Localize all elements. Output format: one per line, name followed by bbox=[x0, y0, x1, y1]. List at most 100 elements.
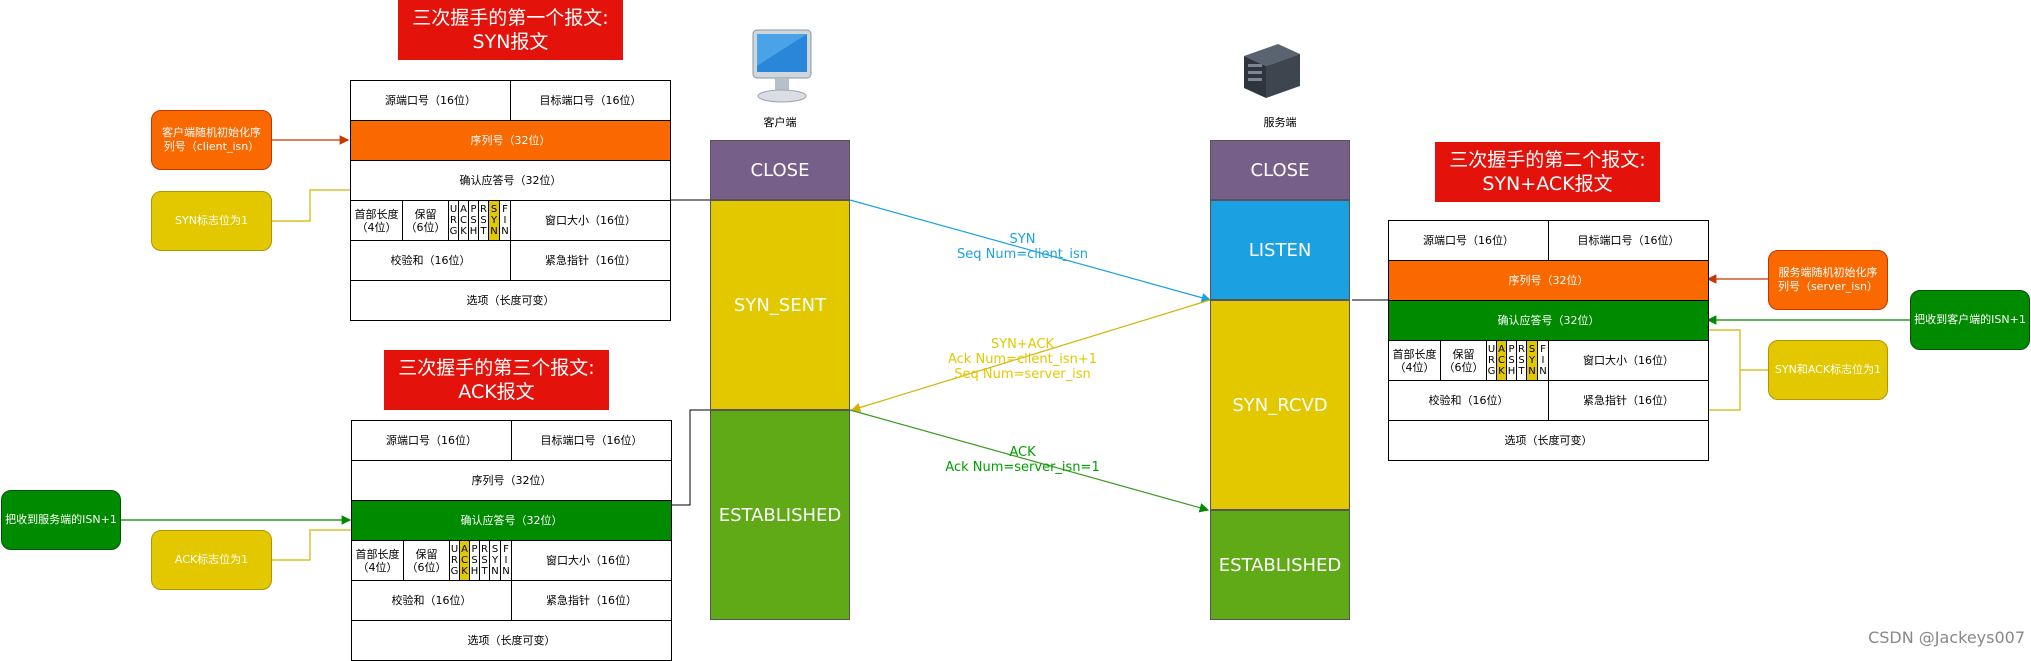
ack-message-line1: ACK bbox=[1009, 445, 1036, 460]
reserved-bits: （6位） bbox=[406, 560, 447, 574]
ack-field: 确认应答号（32位） bbox=[352, 501, 671, 541]
server-state-syn-rcvd: SYN_RCVD bbox=[1210, 300, 1350, 510]
note-syn-flag: SYN标志位为1 bbox=[151, 191, 272, 251]
tcp-header-ack: 源端口号（16位） 目标端口号（16位） 序列号（32位） 确认应答号（32位）… bbox=[351, 420, 672, 661]
reserved-label: 保留 bbox=[415, 547, 438, 561]
note-synack-flag: SYN和ACK标志位为1 bbox=[1768, 340, 1888, 400]
options-field: 选项（长度可变） bbox=[351, 281, 670, 320]
window-field: 窗口大小（16位） bbox=[1549, 341, 1708, 381]
reserved-field: 保留（6位） bbox=[1441, 341, 1487, 381]
urgent-field: 紧急指针（16位） bbox=[512, 581, 671, 621]
title-first-line2: SYN报文 bbox=[472, 31, 549, 53]
options-field: 选项（长度可变） bbox=[1389, 421, 1708, 460]
synack-arrow bbox=[850, 299, 1211, 413]
src-port-field: 源端口号（16位） bbox=[352, 421, 512, 461]
synack-message-line3: Seq Num=server_isn bbox=[954, 367, 1091, 382]
server-state-listen: LISTEN bbox=[1210, 200, 1350, 300]
window-field: 窗口大小（16位） bbox=[511, 201, 670, 241]
note-server-isn: 服务端随机初始化序列号（server_isn） bbox=[1768, 250, 1888, 310]
checksum-field: 校验和（16位） bbox=[352, 581, 512, 621]
server-label: 服务端 bbox=[1263, 116, 1297, 129]
client-state-close: CLOSE bbox=[710, 140, 850, 200]
hdr-len-label: 首部长度 bbox=[1392, 347, 1437, 361]
note-client-isn: 客户端随机初始化序列号（client_isn） bbox=[151, 110, 272, 170]
seq-field: 序列号（32位） bbox=[351, 121, 670, 161]
dst-port-field: 目标端口号（16位） bbox=[512, 421, 671, 461]
server-state-established: ESTABLISHED bbox=[1210, 510, 1350, 620]
reserved-label: 保留 bbox=[414, 207, 437, 221]
hdr-len-label: 首部长度 bbox=[354, 207, 399, 221]
computer-icon bbox=[745, 28, 817, 108]
hdr-len-bits: （4位） bbox=[356, 220, 397, 234]
reserved-bits: （6位） bbox=[1443, 360, 1484, 374]
title-third-line2: ACK报文 bbox=[458, 381, 535, 403]
reserved-bits: （6位） bbox=[405, 220, 446, 234]
client-state-syn-sent: SYN_SENT bbox=[710, 200, 850, 410]
ack-message: ACK Ack Num=server_isn=1 bbox=[930, 445, 1115, 475]
tcp-header-synack: 源端口号（16位） 目标端口号（16位） 序列号（32位） 确认应答号（32位）… bbox=[1388, 220, 1709, 461]
note-client-isn-line2: 列号（client_isn） bbox=[163, 140, 260, 153]
client-label: 客户端 bbox=[763, 116, 797, 129]
reserved-label: 保留 bbox=[1452, 347, 1475, 361]
hdr-len-bits: （4位） bbox=[1394, 360, 1435, 374]
src-port-field: 源端口号（16位） bbox=[1389, 221, 1549, 261]
ack-message-line2: Ack Num=server_isn=1 bbox=[945, 460, 1100, 475]
options-field: 选项（长度可变） bbox=[352, 621, 671, 660]
title-first-line1: 三次握手的第一个报文: bbox=[412, 7, 609, 29]
hdr-len-label: 首部长度 bbox=[355, 547, 400, 561]
note-ack-flag: ACK标志位为1 bbox=[151, 530, 272, 590]
tcp-header-syn: 源端口号（16位） 目标端口号（16位） 序列号（32位） 确认应答号（32位）… bbox=[350, 80, 671, 321]
checksum-field: 校验和（16位） bbox=[351, 241, 511, 281]
seq-field: 序列号（32位） bbox=[352, 461, 671, 501]
reserved-field: 保留（6位） bbox=[404, 541, 450, 581]
window-field: 窗口大小（16位） bbox=[512, 541, 671, 581]
note-server-isn-line1: 服务端随机初始化序 bbox=[1778, 266, 1878, 279]
title-second-line1: 三次握手的第二个报文: bbox=[1449, 149, 1646, 171]
hdr-len-bits: （4位） bbox=[357, 560, 398, 574]
src-port-field: 源端口号（16位） bbox=[351, 81, 511, 121]
seq-field: 序列号（32位） bbox=[1389, 261, 1708, 301]
urgent-field: 紧急指针（16位） bbox=[1549, 381, 1708, 421]
dst-port-field: 目标端口号（16位） bbox=[1549, 221, 1708, 261]
watermark: CSDN @Jackeys007 bbox=[1868, 628, 2025, 647]
hdr-len-field: 首部长度（4位） bbox=[1389, 341, 1441, 381]
client-state-established: ESTABLISHED bbox=[710, 410, 850, 620]
ack-field: 确认应答号（32位） bbox=[1389, 301, 1708, 341]
note-recv-server-isn: 把收到服务端的ISN+1 bbox=[1, 490, 121, 550]
syn-message-line1: SYN bbox=[1009, 232, 1036, 247]
title-first: 三次握手的第一个报文: SYN报文 bbox=[398, 0, 623, 60]
checksum-field: 校验和（16位） bbox=[1389, 381, 1549, 421]
urgent-field: 紧急指针（16位） bbox=[511, 241, 670, 281]
title-second: 三次握手的第二个报文: SYN+ACK报文 bbox=[1435, 142, 1660, 202]
syn-message-line2: Seq Num=client_isn bbox=[957, 247, 1088, 262]
synack-message-line1: SYN+ACK bbox=[990, 337, 1055, 352]
title-second-line2: SYN+ACK报文 bbox=[1482, 173, 1613, 195]
dst-port-field: 目标端口号（16位） bbox=[511, 81, 670, 121]
hdr-len-field: 首部长度（4位） bbox=[351, 201, 403, 241]
note-server-isn-line2: 列号（server_isn） bbox=[1777, 280, 1879, 293]
synack-message: SYN+ACK Ack Num=client_isn+1 Seq Num=ser… bbox=[930, 337, 1115, 382]
ack-header-connector bbox=[672, 409, 710, 506]
title-third: 三次握手的第三个报文: ACK报文 bbox=[384, 350, 609, 410]
hdr-len-field: 首部长度（4位） bbox=[352, 541, 404, 581]
note-recv-client-isn: 把收到客户端的ISN+1 bbox=[1910, 290, 2030, 350]
ack-arrow bbox=[849, 409, 1210, 513]
